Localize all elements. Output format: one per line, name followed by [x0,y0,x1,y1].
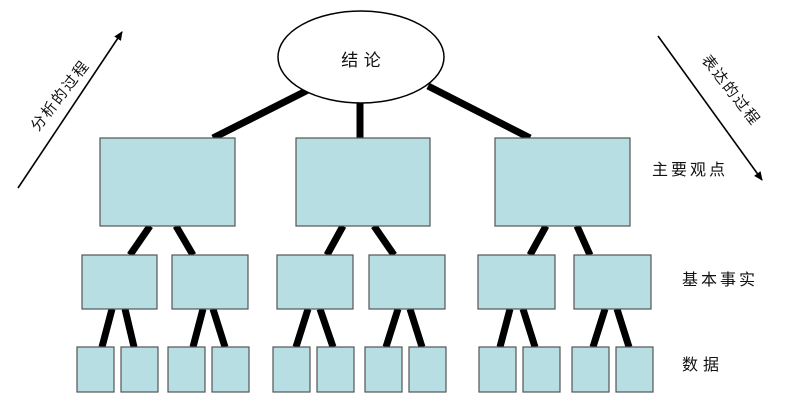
connector-fact4-data2 [406,307,426,349]
connector-main2-fact2 [371,224,397,257]
data-box [571,346,610,393]
connector-fact3-data2 [316,307,337,349]
main-point-boxes [99,137,631,227]
root-node: 结 论 [277,10,445,104]
data-box [167,346,206,393]
connector-fact1-data1 [98,308,116,348]
connector-fact5-data2 [519,307,539,349]
fact-box [276,254,354,310]
connector-main2-fact1 [323,224,347,257]
data-box [615,346,654,393]
data-box [408,346,447,393]
analysis-arrow-label: 分析的过程 [27,56,94,134]
root-connectors [211,82,532,142]
connector-fact6-data2 [613,307,633,349]
connector-fact2-data2 [209,307,229,349]
main-point-box [99,137,236,227]
fact-data-connectors [98,307,633,349]
connector-main3-fact1 [526,224,550,257]
arrow-up-right-icon [17,31,123,189]
main-point-box [295,137,431,227]
data-box [120,346,159,393]
level-label-main-points: 主要观点 [652,160,728,179]
level-label-basic-facts: 基本事实 [682,270,758,289]
connector-root-main-3 [426,82,532,142]
connector-fact5-data1 [496,308,514,348]
main-point-box [494,137,631,227]
data-box [522,346,561,393]
connector-main1-fact2 [172,224,197,257]
data-boxes [76,346,654,393]
expression-arrow-label: 表达的过程 [698,51,765,129]
connector-main1-fact1 [127,224,153,257]
connector-fact2-data1 [189,308,207,348]
expression-arrow: 表达的过程 [657,35,765,181]
fact-box [171,254,249,310]
root-label: 结 论 [341,51,380,71]
data-box [272,346,311,393]
fact-box [368,254,446,310]
connector-fact3-data1 [292,307,312,349]
arrow-down-right-icon [657,35,763,181]
fact-box [477,254,556,310]
data-box [316,346,355,393]
level-label-data: 数据 [682,355,724,374]
connector-fact6-data1 [589,307,609,349]
main-fact-connectors [127,224,594,257]
connector-main3-fact2 [573,224,594,257]
fact-box [573,254,652,310]
connector-fact4-data1 [382,307,402,349]
data-box [211,346,250,393]
fact-box [81,254,158,310]
connector-fact1-data2 [121,308,138,348]
data-box [364,346,403,393]
data-box [478,346,517,393]
data-box [76,346,115,393]
fact-boxes [81,254,652,310]
connector-root-main-1 [211,86,310,142]
